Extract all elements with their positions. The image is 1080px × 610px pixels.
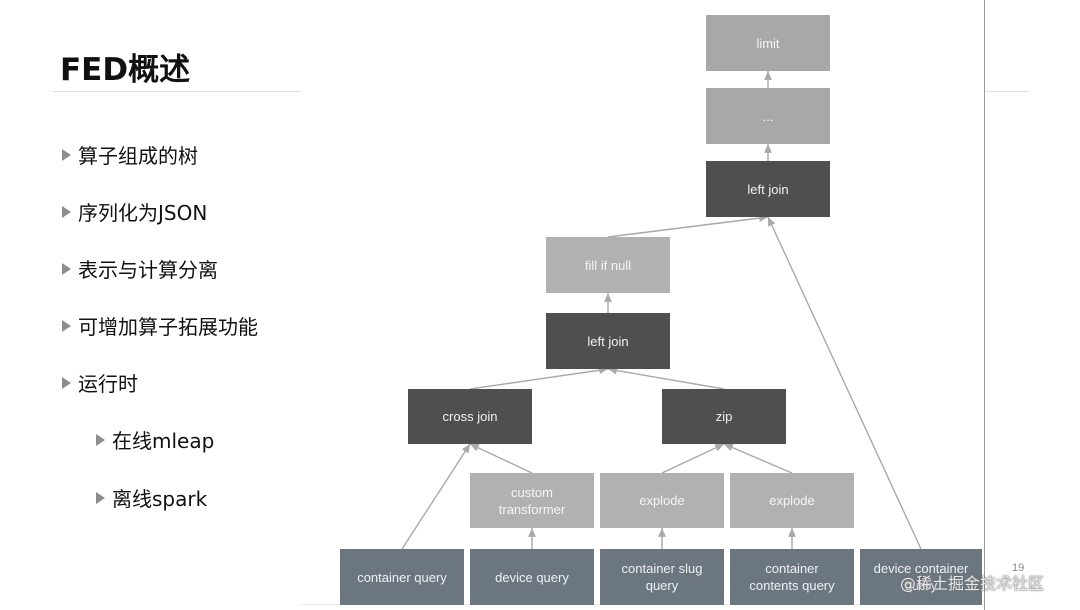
edge-explode_2-to-zip bbox=[723, 443, 793, 474]
edge-custom_transformer-to-cross_join bbox=[469, 443, 533, 474]
title-divider-right bbox=[985, 91, 1029, 92]
bullet-triangle-icon bbox=[96, 491, 105, 504]
node-custom-transformer: custom transformer bbox=[470, 473, 594, 528]
bullet-item: 可增加算子拓展功能 bbox=[62, 311, 258, 340]
node-device-container-query: device container query bbox=[860, 549, 982, 605]
node-explode-1: explode bbox=[600, 473, 724, 528]
bullet-item: 序列化为JSON bbox=[62, 197, 207, 226]
bullet-text: 在线mleap bbox=[112, 429, 215, 453]
bullet-triangle-icon bbox=[96, 433, 105, 446]
bullet-item: 算子组成的树 bbox=[62, 140, 198, 169]
edge-zip-to-left_join_mid bbox=[607, 366, 725, 390]
watermark: @稀土掘金技术社区 bbox=[900, 574, 1045, 593]
bullet-triangle-icon bbox=[62, 262, 71, 275]
bullet-text: 表示与计算分离 bbox=[78, 258, 218, 282]
node-ellipsis: ... bbox=[706, 88, 830, 144]
bullet-item: 运行时 bbox=[62, 368, 138, 397]
title-divider bbox=[53, 91, 301, 92]
node-container-contents-query: container contents query bbox=[730, 549, 854, 605]
edge-explode_1-to-zip bbox=[661, 443, 725, 474]
bullet-text: 序列化为JSON bbox=[78, 201, 208, 225]
bullet-text: 算子组成的树 bbox=[78, 144, 198, 168]
node-device-query: device query bbox=[470, 549, 594, 605]
node-left-join-mid: left join bbox=[546, 313, 670, 369]
edge-fill_if_null-to-left_join_top bbox=[607, 214, 769, 238]
edge-device_container_query-to-left_join_top bbox=[767, 216, 922, 550]
node-cross-join: cross join bbox=[408, 389, 532, 444]
bullet-text: 离线spark bbox=[112, 487, 208, 511]
node-limit: limit bbox=[706, 15, 830, 71]
bullet-triangle-icon bbox=[62, 319, 71, 332]
sub-bullet-item: 在线mleap bbox=[96, 425, 214, 454]
edge-cross_join-to-left_join_mid bbox=[469, 366, 609, 390]
node-fill-if-null: fill if null bbox=[546, 237, 670, 293]
slide-title: FED概述 bbox=[60, 52, 191, 88]
slide-edge-line bbox=[984, 0, 985, 610]
bullet-text: 运行时 bbox=[78, 372, 138, 396]
node-container-slug-query: container slug query bbox=[600, 549, 724, 605]
node-container-query: container query bbox=[340, 549, 464, 605]
bullet-triangle-icon bbox=[62, 148, 71, 161]
node-left-join-top: left join bbox=[706, 161, 830, 217]
bullet-triangle-icon bbox=[62, 376, 71, 389]
node-zip: zip bbox=[662, 389, 786, 444]
node-explode-2: explode bbox=[730, 473, 854, 528]
bullet-text: 可增加算子拓展功能 bbox=[78, 315, 258, 339]
page-number: 19 bbox=[1012, 562, 1025, 574]
bullet-item: 表示与计算分离 bbox=[62, 254, 218, 283]
sub-bullet-item: 离线spark bbox=[96, 483, 207, 512]
bullet-triangle-icon bbox=[62, 205, 71, 218]
edge-container_query-to-cross_join bbox=[401, 443, 471, 550]
